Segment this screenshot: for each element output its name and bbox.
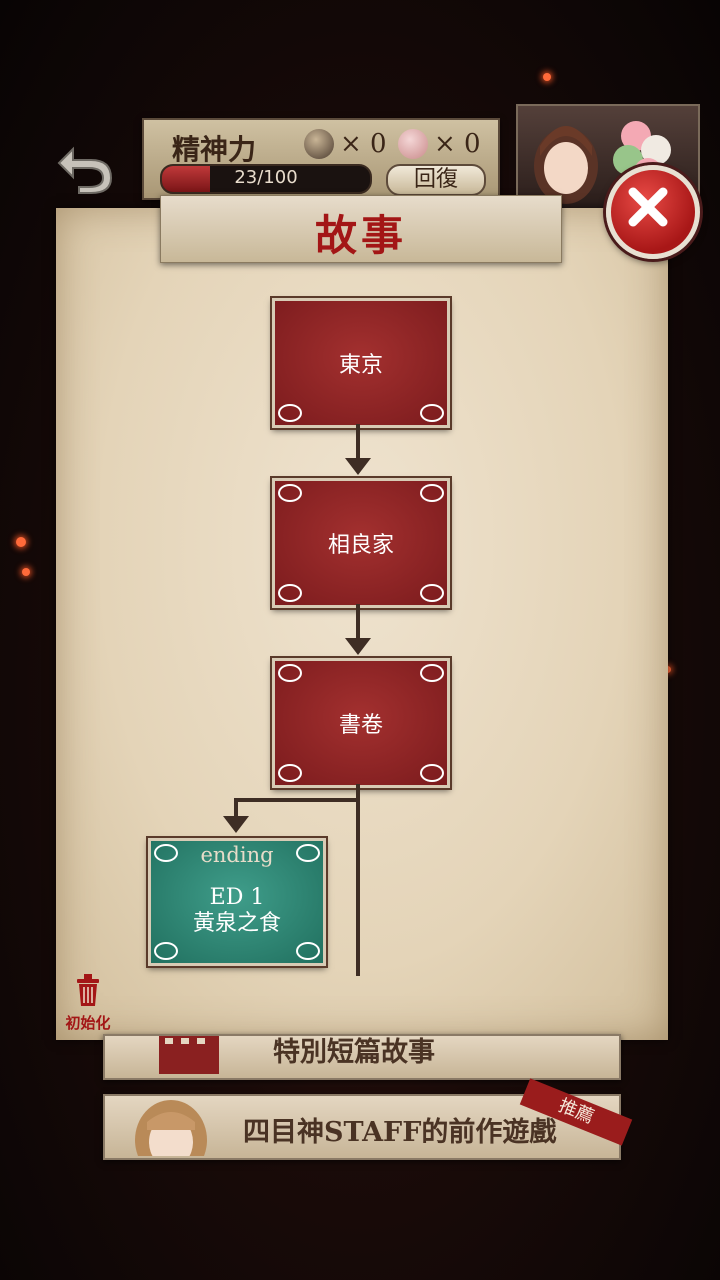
flow-arrow-icon <box>345 458 371 475</box>
story-node-scroll[interactable]: 書卷 <box>272 658 450 788</box>
eye-ornament-icon <box>278 404 302 422</box>
eye-ornament-icon <box>420 484 444 502</box>
item1-count: × 0 <box>340 129 387 159</box>
eye-ornament-icon <box>154 844 178 862</box>
recover-button[interactable]: 回復 <box>386 164 486 196</box>
eye-ornament-icon <box>420 404 444 422</box>
ending-node-ed1[interactable]: ending ED 1 黃泉之食 <box>148 838 326 966</box>
film-icon <box>159 1036 219 1074</box>
girl-portrait-icon <box>135 1100 207 1156</box>
eye-ornament-icon <box>278 584 302 602</box>
flow-arrow-icon <box>223 816 249 833</box>
flow-line <box>356 784 360 976</box>
title-banner: 故事 <box>160 195 562 263</box>
close-button[interactable] <box>606 165 700 259</box>
item1-stat: × 0 <box>304 126 387 162</box>
node-label: 相良家 <box>327 533 394 558</box>
item2-count: × 0 <box>434 129 481 159</box>
flow-line <box>234 798 238 818</box>
ember <box>22 568 30 576</box>
node-label: 東京 <box>338 353 383 378</box>
character-card[interactable] <box>516 104 700 210</box>
ending-tag: ending <box>200 843 274 867</box>
node-label: 書卷 <box>338 713 383 738</box>
eye-ornament-icon <box>420 584 444 602</box>
flow-line <box>356 604 360 640</box>
eye-ornament-icon <box>296 844 320 862</box>
mind-power-bar: 23/100 <box>160 164 372 194</box>
mind-power-fill <box>162 166 210 192</box>
dango-item-icon <box>398 129 428 159</box>
mind-power-value: 23/100 <box>234 167 298 188</box>
eye-ornament-icon <box>420 764 444 782</box>
special-story-banner[interactable]: 特別短篇故事 <box>103 1034 621 1080</box>
flow-line <box>356 424 360 460</box>
ending-title: 黃泉之食 <box>192 911 281 936</box>
eye-ornament-icon <box>278 484 302 502</box>
mind-power-panel: 精神力 × 0 × 0 23/100 回復 <box>142 118 500 200</box>
close-icon <box>628 187 668 227</box>
flow-line <box>234 798 360 802</box>
ending-number: ED 1 <box>209 885 265 910</box>
ember <box>16 537 26 547</box>
previous-game-label: 四目神STAFF的前作遊戲 <box>243 1117 557 1148</box>
special-story-label: 特別短篇故事 <box>273 1037 435 1068</box>
mind-power-label: 精神力 <box>172 133 257 166</box>
eye-ornament-icon <box>278 764 302 782</box>
reset-button[interactable]: 初始化 <box>62 972 114 1033</box>
story-node-sagara-house[interactable]: 相良家 <box>272 478 450 608</box>
ember <box>543 73 551 81</box>
trash-icon <box>77 974 99 1006</box>
flow-arrow-icon <box>345 638 371 655</box>
food-item-icon <box>304 129 334 159</box>
item2-stat: × 0 <box>398 126 481 162</box>
page-title: 故事 <box>314 211 407 260</box>
reset-label: 初始化 <box>65 1014 111 1032</box>
previous-game-banner[interactable]: 四目神STAFF的前作遊戲 推薦 <box>103 1078 633 1160</box>
story-node-tokyo[interactable]: 東京 <box>272 298 450 428</box>
eye-ornament-icon <box>296 942 320 960</box>
eye-ornament-icon <box>278 664 302 682</box>
back-arrow-icon[interactable] <box>55 135 117 197</box>
eye-ornament-icon <box>154 942 178 960</box>
character-portrait-icon <box>534 121 671 204</box>
eye-ornament-icon <box>420 664 444 682</box>
